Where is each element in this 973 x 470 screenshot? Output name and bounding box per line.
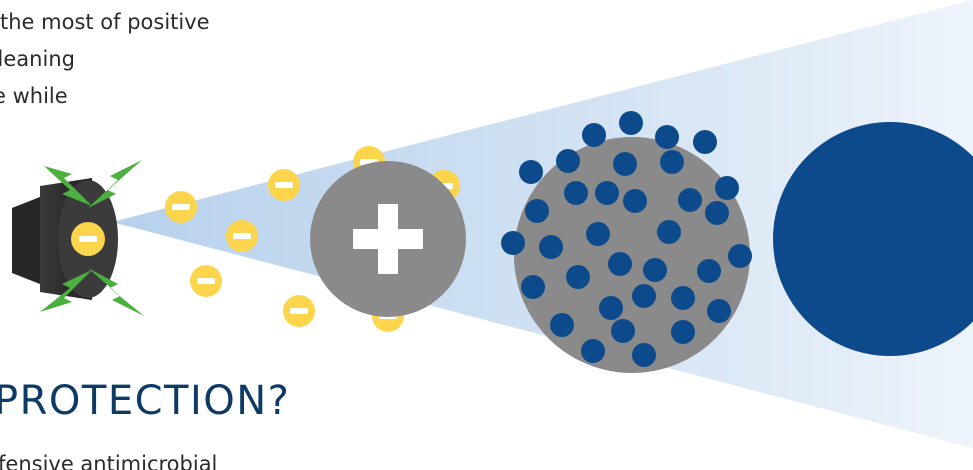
negative-charge-icon [226, 220, 258, 252]
intro-line-1: the most of positive [0, 10, 210, 34]
section-subtext: fensive antimicrobial [0, 452, 218, 470]
intro-paragraph: the most of positive cleaning e while [0, 4, 330, 115]
negative-charge-icon [165, 191, 197, 223]
fully-covered-surface-icon [773, 122, 973, 356]
negative-charge-icon [283, 295, 315, 327]
negative-charge-icon [268, 169, 300, 201]
green-lightning-spark-icon [40, 160, 144, 316]
section-heading: PROTECTION? [0, 378, 291, 424]
negative-charge-icon [190, 265, 222, 297]
droplet-coated-surface-icon [501, 111, 752, 373]
negative-charge-icon [71, 222, 105, 256]
intro-line-3: e while [0, 84, 68, 108]
positive-charge-icon [310, 161, 466, 317]
intro-line-2: cleaning [0, 47, 75, 71]
